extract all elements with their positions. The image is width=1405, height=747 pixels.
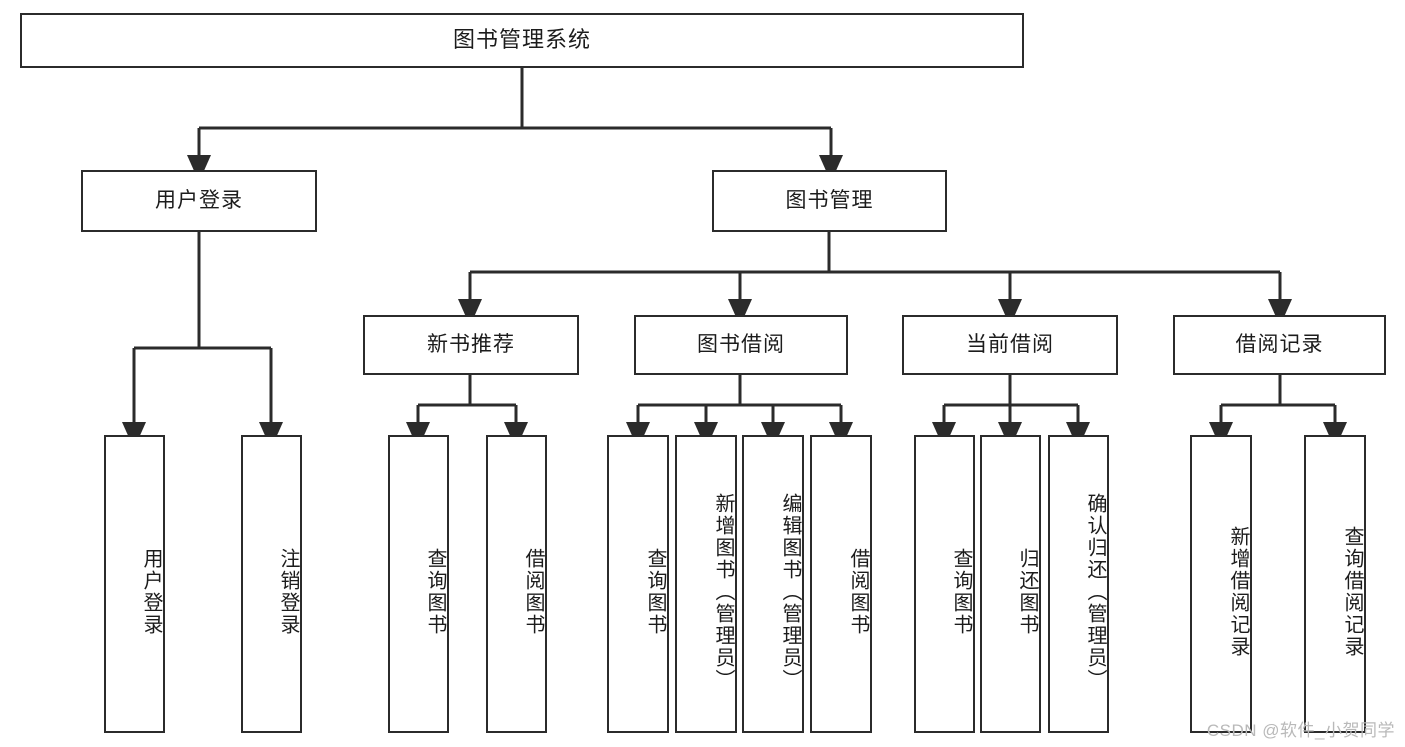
leaf-label: 借阅图书 (522, 548, 544, 636)
leaf-new-book-borrow[interactable]: 借阅图书 (486, 435, 547, 733)
leaf-user-login-logout[interactable]: 注销登录 (241, 435, 302, 733)
csdn-watermark: CSDN @软件_小贺同学 (1206, 721, 1395, 740)
leaf-label: 借阅图书 (847, 548, 869, 636)
leaf-book-borrow-borrow[interactable]: 借阅图书 (810, 435, 872, 733)
leaf-label: 编辑图书（管理员） (779, 493, 801, 691)
node-borrow-record[interactable]: 借阅记录 (1173, 315, 1386, 375)
node-root-system[interactable]: 图书管理系统 (20, 13, 1024, 68)
leaf-current-borrow-confirm-return[interactable]: 确认归还（管理员） (1048, 435, 1109, 733)
leaf-label: 查询图书 (644, 548, 666, 636)
leaf-book-borrow-query[interactable]: 查询图书 (607, 435, 669, 733)
leaf-book-borrow-edit[interactable]: 编辑图书（管理员） (742, 435, 804, 733)
node-user-login[interactable]: 用户登录 (81, 170, 317, 232)
node-book-management[interactable]: 图书管理 (712, 170, 947, 232)
leaf-borrow-record-query[interactable]: 查询借阅记录 (1304, 435, 1366, 733)
leaf-user-login-login[interactable]: 用户登录 (104, 435, 165, 733)
leaf-borrow-record-add[interactable]: 新增借阅记录 (1190, 435, 1252, 733)
leaf-label: 查询借阅记录 (1341, 526, 1363, 658)
leaf-label: 归还图书 (1016, 548, 1038, 636)
node-book-borrow[interactable]: 图书借阅 (634, 315, 848, 375)
leaf-current-borrow-query[interactable]: 查询图书 (914, 435, 975, 733)
leaf-label: 用户登录 (140, 548, 162, 636)
leaf-label: 新增借阅记录 (1227, 526, 1249, 658)
leaf-book-borrow-add[interactable]: 新增图书（管理员） (675, 435, 737, 733)
leaf-new-book-query[interactable]: 查询图书 (388, 435, 449, 733)
leaf-label: 查询图书 (424, 548, 446, 636)
leaf-label: 查询图书 (950, 548, 972, 636)
node-current-borrow[interactable]: 当前借阅 (902, 315, 1118, 375)
node-new-book-recommend[interactable]: 新书推荐 (363, 315, 579, 375)
leaf-label: 确认归还（管理员） (1084, 493, 1106, 691)
leaf-label: 注销登录 (277, 548, 299, 636)
leaf-label: 新增图书（管理员） (712, 493, 734, 691)
leaf-current-borrow-return[interactable]: 归还图书 (980, 435, 1041, 733)
